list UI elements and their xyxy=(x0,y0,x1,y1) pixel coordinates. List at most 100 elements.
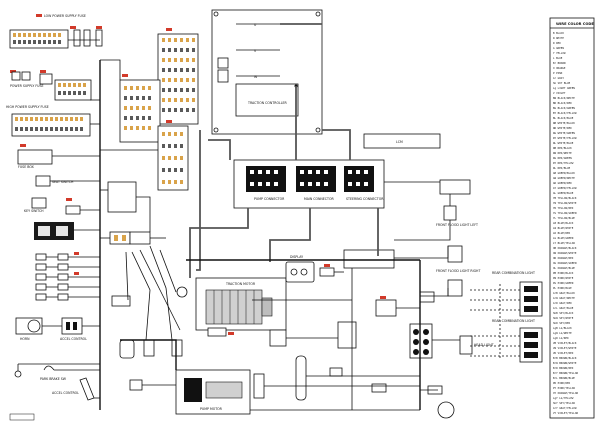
legend-row: O ORANGE xyxy=(553,66,566,70)
flood-lights: FRONT FLOOD LIGHT LEFT FRONT FLOOD LIGHT… xyxy=(436,223,480,297)
legend-row: Sb SKY BLUE xyxy=(553,81,571,85)
legend-row: WR WHITE/RED xyxy=(553,126,572,130)
pedal-icon xyxy=(79,377,95,401)
connector-boards xyxy=(119,28,199,191)
legend-row: BrL BROWN/BLUE xyxy=(553,376,575,380)
legend-row: RW RED/WHITE xyxy=(553,151,572,155)
seat-switch-label: SEAT SWITCH xyxy=(52,180,74,184)
legend-row: BL BLACK/BLUE xyxy=(553,116,574,120)
legend-row: PR PINK/RED xyxy=(553,381,571,385)
legend-row: LR BLUE/RED xyxy=(553,231,571,235)
flood-light-right-icon xyxy=(447,279,463,297)
low-fuse-element-3 xyxy=(95,29,103,47)
legend-row: GrW GRAY/WHITE xyxy=(553,296,575,300)
low-power-fuse-box xyxy=(9,29,69,49)
legend-row: GrY GRAY/YELLOW xyxy=(553,406,577,410)
legend-row: WG WHITE/GREEN xyxy=(553,131,575,135)
legend-row: Gr GRAY xyxy=(553,76,564,80)
legend-row: PL PINK/BLUE xyxy=(553,286,572,290)
legend-row: VW VIOLET/WHITE xyxy=(553,346,577,350)
legend-frame xyxy=(549,17,595,419)
legend-row: SbB SKY/BLACK xyxy=(553,311,574,315)
terminal-w-label: W xyxy=(254,75,258,79)
lcm-box xyxy=(363,133,441,149)
pump-motor-label: PUMP MOTOR xyxy=(200,407,223,411)
legend-row: OB ORANGE/BLACK xyxy=(553,246,577,250)
legend-row: YB YELLOW/BLACK xyxy=(553,196,577,200)
legend-row: GR GREEN/RED xyxy=(553,181,572,185)
legend-row: LgW LG/WHITE xyxy=(553,331,572,335)
legend-row: GY GREEN/YELLOW xyxy=(553,186,577,190)
horn-icon xyxy=(27,319,41,333)
rear-light-bottom-label: REAR COMBINATION LIGHT xyxy=(492,319,535,323)
legend-row: BR BLACK/RED xyxy=(553,101,572,105)
power-supply-fuse-group: POWER SUPPLY FUSE xyxy=(10,70,92,101)
power-fuse-small xyxy=(11,71,21,81)
park-brake-label: PARK BRAKE SW xyxy=(40,377,67,381)
low-power-fuse-pins xyxy=(13,33,61,44)
terminal-v-label: V xyxy=(254,49,257,53)
small-conn-left xyxy=(65,205,81,215)
motor-body xyxy=(205,289,263,325)
legend-row: OR ORANGE/RED xyxy=(553,256,574,260)
seat-switch-connector xyxy=(35,175,51,187)
legend-row: VB VIOLET/BLACK xyxy=(553,341,577,345)
legend-row: YW YELLOW/WHITE xyxy=(553,201,577,205)
display-screen xyxy=(285,261,315,283)
legend-row: YG YELLOW/GREEN xyxy=(553,211,577,215)
left-controls: KEY SWITCH HORN ACCEL CONTROL PARK BRAKE… xyxy=(9,197,95,421)
low-fuse-element-1 xyxy=(73,29,81,47)
legend-row: GL GREEN/BLUE xyxy=(553,191,574,195)
legend-row: V VIOLET xyxy=(553,91,566,95)
key-switch-label: KEY SWITCH xyxy=(24,209,44,213)
legend-row: RG RED/GREEN xyxy=(553,156,572,160)
accel-control-label: ACCEL CONTROL xyxy=(60,337,87,341)
legend-row: BrR BROWN/RED xyxy=(553,366,574,370)
legend-row: W WHITE xyxy=(553,36,564,40)
lcm-label: LCM xyxy=(396,140,403,144)
legend-row: Lg LIGHT GREEN xyxy=(553,86,575,90)
sensor-connector xyxy=(269,329,287,347)
traction-motor-label: TRACTION MOTOR xyxy=(225,282,256,286)
legend-header: WIRE COLOR CODE xyxy=(556,22,594,26)
legend-row: B BLACK xyxy=(553,31,564,35)
center-lower-components xyxy=(107,181,387,401)
lcm-bar: LCM xyxy=(363,133,441,149)
key-switch-box xyxy=(31,197,47,209)
legend-row: OG ORANGE/GREEN xyxy=(553,261,577,265)
legend-row: BrW BROWN/WHITE xyxy=(553,361,577,365)
legend-row: VR VIOLET/RED xyxy=(553,351,574,355)
high-power-fuse-label: HIGH POWER SUPPLY FUSE xyxy=(6,105,49,109)
legend-row: BG BLACK/GREEN xyxy=(553,106,575,110)
legend-row: VY VIOLET/YELLOW xyxy=(553,411,578,415)
lighting-relay xyxy=(343,249,395,269)
legend-row: RL RED/BLUE xyxy=(553,166,571,170)
center-multi-connector xyxy=(337,321,357,349)
display-unit: DISPLAY xyxy=(285,255,335,283)
legend-row: PW PINK/WHITE xyxy=(553,276,574,280)
flasher-box xyxy=(439,179,471,195)
traction-motor: TRACTION MOTOR xyxy=(195,277,287,337)
legend-row: SbW SKY/WHITE xyxy=(553,316,574,320)
legend-row: Br BROWN xyxy=(553,61,566,65)
legend-row: GB GREEN/BLACK xyxy=(553,171,575,175)
legend-row: BW BLACK/WHITE xyxy=(553,96,575,100)
legend-row: WY WHITE/YELLOW xyxy=(553,136,577,140)
legend-row: SbR SKY/RED xyxy=(553,321,571,325)
legend-row: WB WHITE/BLACK xyxy=(553,121,575,125)
park-brake-icon xyxy=(43,365,55,371)
legend-row: R RED xyxy=(553,41,561,45)
legend-row: RB RED/BLACK xyxy=(553,146,572,150)
brake-cylinder xyxy=(295,355,307,401)
legend-row: GrR GRAY/RED xyxy=(553,301,572,305)
pump-motor: PUMP MOTOR xyxy=(175,369,265,415)
legend-row: GrL GRAY/BLUE xyxy=(553,306,574,310)
flood-light-right-label: FRONT FLOOD LIGHT RIGHT xyxy=(436,269,480,273)
legend-row: L BLUE xyxy=(553,56,563,60)
traction-controller: U V W TRACTION CONTROLLER xyxy=(211,9,323,135)
main-connector-body xyxy=(296,166,336,192)
head-light-icon xyxy=(459,335,473,355)
legend-row: LW BLUE/WHITE xyxy=(553,226,574,230)
fuse-box-label: FUSE BOX xyxy=(18,165,35,169)
low-fuse-element-2 xyxy=(83,29,91,47)
